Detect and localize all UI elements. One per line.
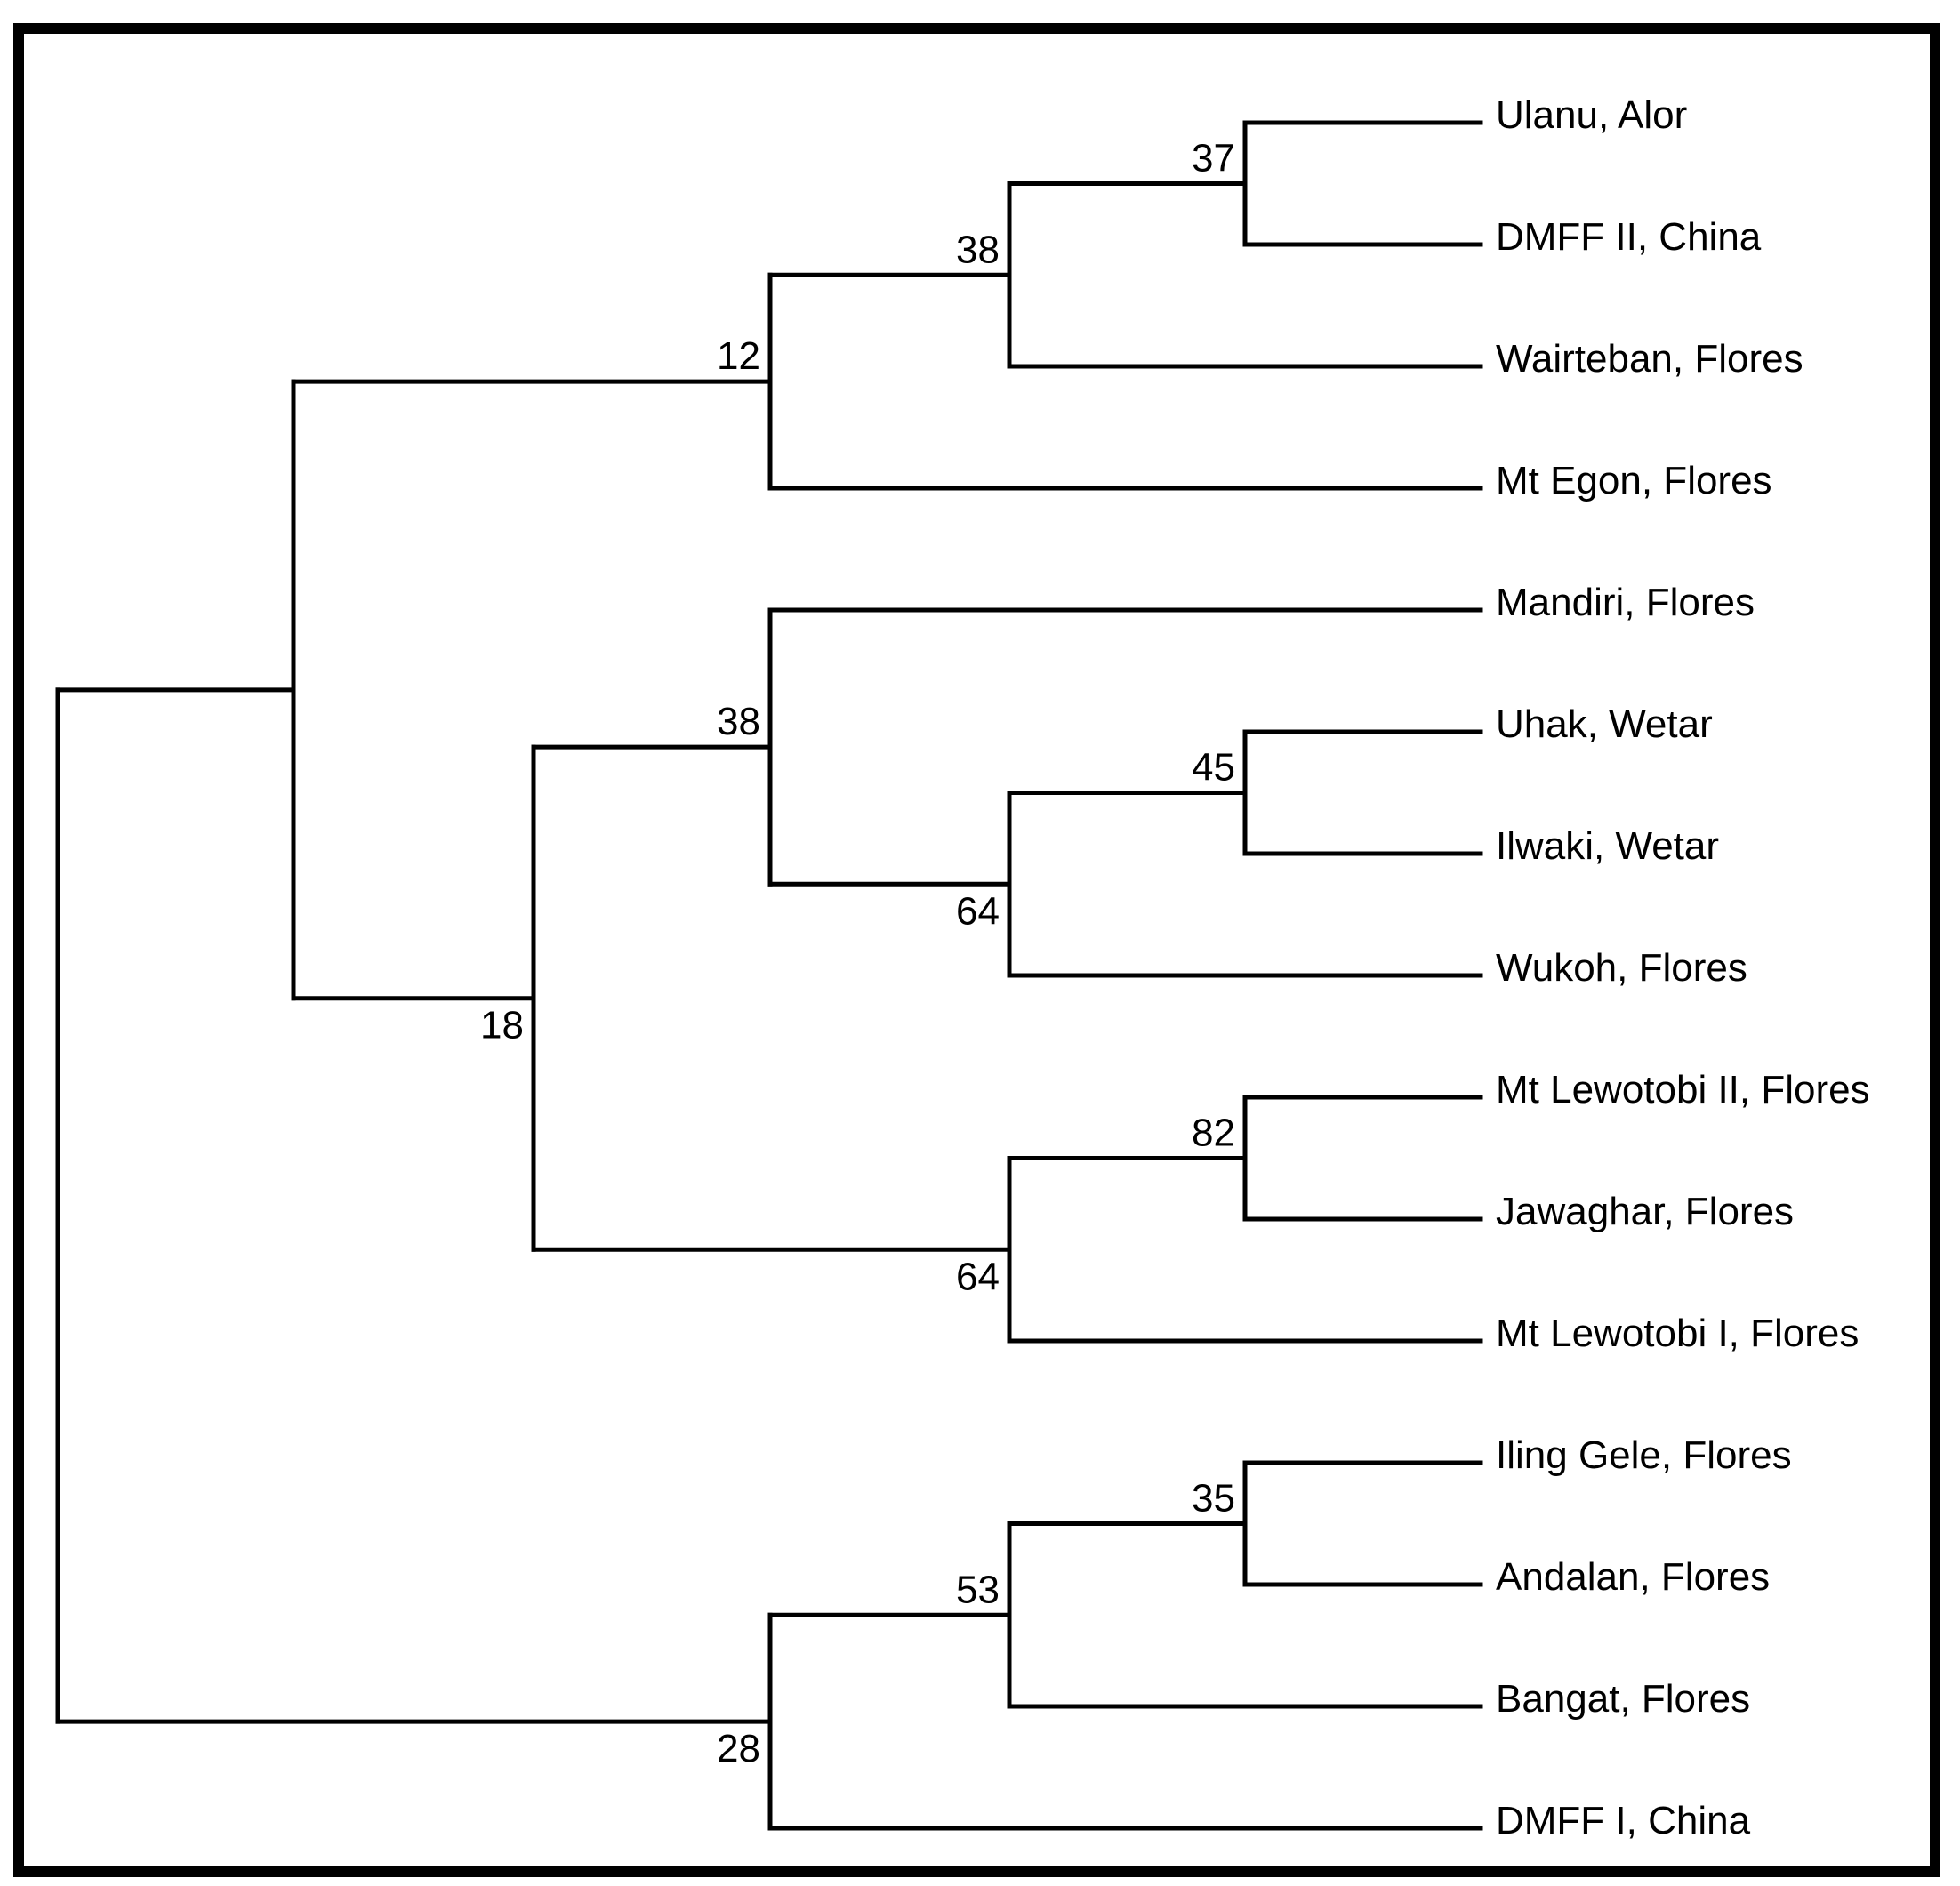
bootstrap-value-label: 53 <box>956 1568 1000 1611</box>
bootstrap-value-label: 38 <box>956 228 1000 271</box>
leaf-label: Iling Gele, Flores <box>1496 1433 1792 1477</box>
bootstrap-value-label: 12 <box>717 334 760 378</box>
bootstrap-value-label: 82 <box>1192 1112 1235 1155</box>
leaf-label: Mt Lewotobi II, Flores <box>1496 1068 1870 1112</box>
leaf-label: Wairteban, Flores <box>1496 337 1803 381</box>
leaf-label: Wukoh, Flores <box>1496 946 1747 990</box>
leaf-label: Bangat, Flores <box>1496 1677 1750 1721</box>
bootstrap-value-label: 38 <box>717 700 760 743</box>
leaf-label: Uhak, Wetar <box>1496 702 1713 746</box>
bootstrap-value-label: 64 <box>956 889 1000 933</box>
bootstrap-value-label: 28 <box>717 1727 760 1770</box>
bootstrap-value-label: 35 <box>1192 1477 1235 1521</box>
leaf-label: Mt Lewotobi I, Flores <box>1496 1312 1859 1355</box>
leaf-label: Mt Egon, Flores <box>1496 459 1772 502</box>
bootstrap-value-label: 45 <box>1192 746 1235 790</box>
leaf-label: DMFF I, China <box>1496 1799 1751 1842</box>
bootstrap-value-label: 37 <box>1192 137 1235 181</box>
bootstrap-value-label: 64 <box>956 1255 1000 1298</box>
leaf-label: Ulanu, Alor <box>1496 93 1687 137</box>
leaf-label: Mandiri, Flores <box>1496 581 1755 624</box>
bootstrap-value-label: 18 <box>480 1004 524 1047</box>
figure-frame-border <box>13 23 1940 1877</box>
leaf-label: Andalan, Flores <box>1496 1555 1770 1599</box>
leaf-label: DMFF II, China <box>1496 215 1762 259</box>
leaf-label: Ilwaki, Wetar <box>1496 824 1719 868</box>
leaf-label: Jawaghar, Flores <box>1496 1190 1794 1233</box>
